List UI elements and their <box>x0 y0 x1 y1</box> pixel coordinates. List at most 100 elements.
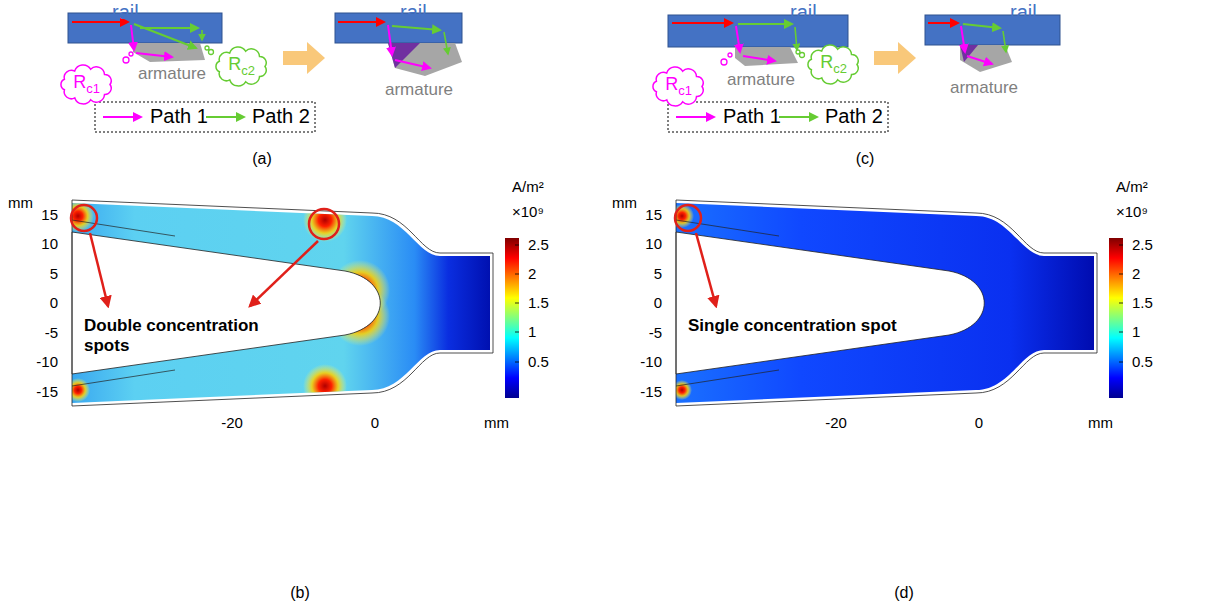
colorbar-tick: 1.5 <box>1132 294 1153 311</box>
current-arrow <box>1003 31 1006 52</box>
hot-spots <box>62 198 390 408</box>
current-arrow <box>395 60 430 68</box>
cloud-shape <box>61 65 111 104</box>
leader-arrow <box>250 241 318 306</box>
bubble-dot <box>123 57 129 63</box>
colorbar-unit: A/m² <box>512 178 544 195</box>
symbol-letter: R <box>665 74 678 94</box>
current-arrow <box>961 26 965 52</box>
legend-box <box>95 102 315 132</box>
axis-unit: mm <box>1088 414 1113 431</box>
colorbar-tick-mark <box>515 303 519 304</box>
hot-spot <box>303 364 347 408</box>
colorbar-tick: 2.5 <box>1132 236 1153 253</box>
transition-arrow <box>874 42 916 74</box>
bubble-dot <box>728 53 732 57</box>
legend-samples <box>103 117 817 118</box>
tick-label: 5 <box>654 265 662 282</box>
symbol-letter: R <box>228 54 241 74</box>
armature-label: armature <box>727 70 795 90</box>
leader-arrow <box>696 233 716 306</box>
current-arrow <box>131 25 134 50</box>
hot-spot <box>672 380 692 400</box>
tick-label: 15 <box>645 206 662 223</box>
armature-field <box>676 203 1094 403</box>
colorbar-tick: 2 <box>1132 265 1140 282</box>
cloud-shape <box>808 45 858 84</box>
legend-sample-arrow <box>779 116 817 118</box>
tick-label: 10 <box>41 235 58 252</box>
tick-label: 0 <box>975 414 983 431</box>
tick-label: 0 <box>50 294 58 311</box>
colorbar-tick: 1 <box>528 323 536 340</box>
colorbar <box>505 238 519 398</box>
armature-shape <box>133 43 205 62</box>
colorbar-tick-mark <box>1119 274 1123 275</box>
current-arrow <box>392 26 440 30</box>
current-arrow <box>967 56 992 64</box>
rail-label: rail <box>1010 1 1037 24</box>
marker-circle <box>675 205 701 231</box>
armature-field <box>72 203 490 403</box>
hot-spot <box>66 378 90 402</box>
transition-arrow <box>283 42 325 74</box>
colorbar-tick-mark <box>515 362 519 363</box>
armature-outline <box>676 200 1097 406</box>
colorbar-unit: ×10⁹ <box>1116 203 1148 220</box>
cloud-shape <box>216 47 266 86</box>
axis-unit: mm <box>612 194 637 211</box>
rail-bar <box>335 13 462 43</box>
legend-text: Path 1 <box>723 105 781 128</box>
colorbar-unit: A/m² <box>1116 178 1148 195</box>
annotation: Double concentration spots <box>84 316 296 355</box>
tick-label: 0 <box>654 294 662 311</box>
colorbar-tick: 0.5 <box>528 353 549 370</box>
colorbar-tick: 1 <box>1132 323 1140 340</box>
current-arrow <box>140 27 198 29</box>
marker-circle <box>71 205 97 231</box>
colorbar <box>1109 238 1123 398</box>
panel-label: (d) <box>894 584 914 602</box>
field-plot <box>670 200 1123 406</box>
current-arrow <box>743 56 775 61</box>
tick-label: 10 <box>645 235 662 252</box>
tick-label: -15 <box>36 383 58 400</box>
armature-shape <box>388 43 462 76</box>
tick-label: 5 <box>50 265 58 282</box>
symbol-subscript: c2 <box>241 63 255 78</box>
armature-label: armature <box>950 78 1018 98</box>
current-arrow <box>388 25 392 55</box>
current-arrow <box>738 23 792 25</box>
panel-label: (a) <box>252 150 272 168</box>
legend-box <box>668 102 888 132</box>
symbol-subscript: c2 <box>833 61 847 76</box>
armature-outline <box>72 200 493 406</box>
tick-label: 15 <box>41 206 58 223</box>
legend-sample-arrow <box>103 116 141 118</box>
colorbar-tick: 2.5 <box>528 236 549 253</box>
legend-text: Path 2 <box>825 105 883 128</box>
contact-line <box>72 220 175 386</box>
annotation: Single concentration spot <box>688 316 897 336</box>
symbol-subscript: c1 <box>678 83 692 98</box>
current-arrow <box>444 32 448 54</box>
current-arrow <box>136 53 172 57</box>
leader-arrow <box>90 233 108 306</box>
colorbar-tick-mark <box>1119 303 1123 304</box>
current-arrow <box>795 27 797 50</box>
colorbar-tick-mark <box>1119 245 1123 246</box>
rail-label: rail <box>112 1 139 24</box>
colorbar-tick: 2 <box>528 265 536 282</box>
hot-spot <box>330 286 390 346</box>
bubble-dot <box>205 46 209 50</box>
tick-label: -10 <box>36 353 58 370</box>
symbol-subscript: c1 <box>86 81 100 96</box>
current-arrow <box>201 30 203 40</box>
marker-circle <box>309 209 339 239</box>
bubble-dot <box>209 50 214 55</box>
colorbar-tick-mark <box>515 245 519 246</box>
panel-c-sketch <box>668 15 1060 132</box>
symbol-letter: R <box>820 52 833 72</box>
armature-shape <box>735 47 798 66</box>
